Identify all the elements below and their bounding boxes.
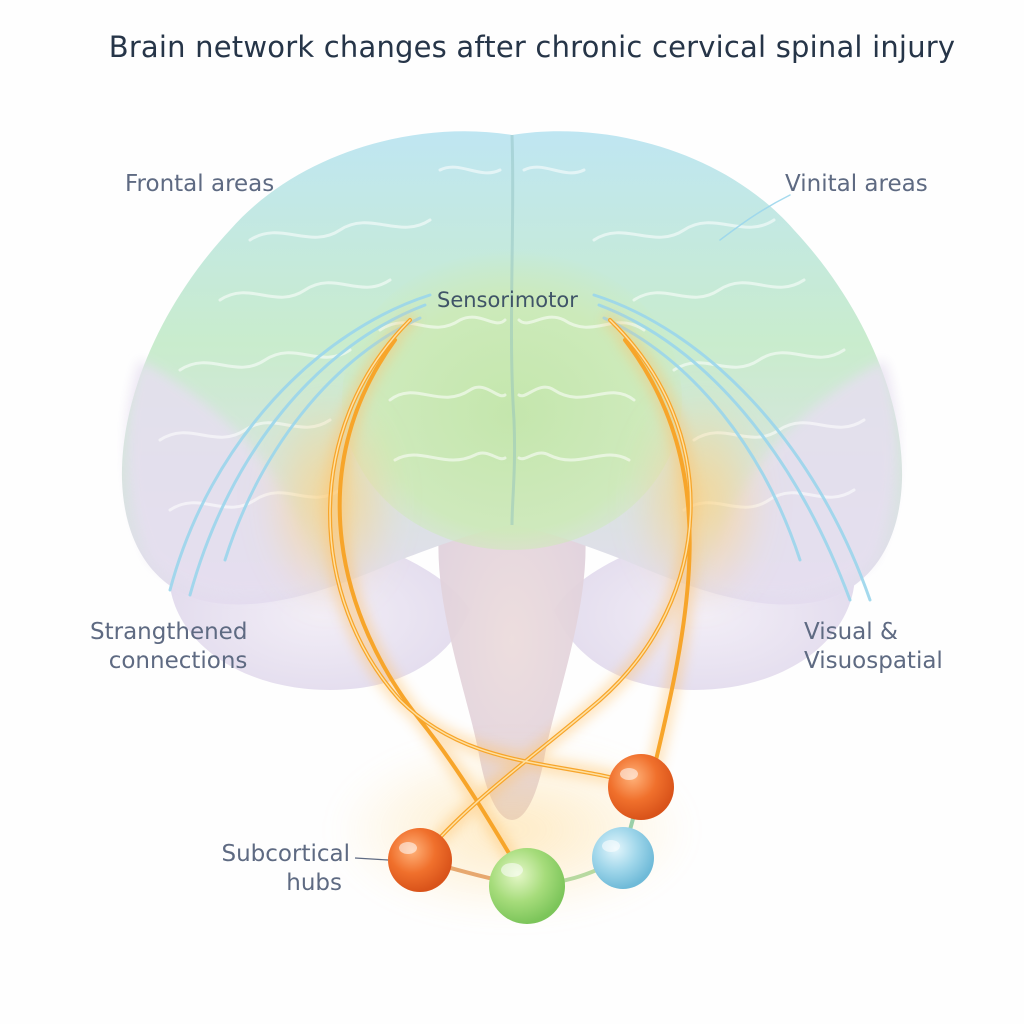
visual-visuospatial-label: Visual & Visuospatial	[804, 618, 943, 676]
brainstem	[438, 520, 586, 820]
orange-connections-highlight	[329, 319, 692, 861]
vinital-areas-label: Vinital areas	[785, 171, 928, 197]
strengthened-connections-label: Strangthened connections	[90, 618, 247, 676]
subcortical-leader	[354, 857, 389, 861]
strengthened-line-2: connections	[108, 648, 248, 674]
hub-orange-left	[388, 828, 452, 892]
sensorimotor-label: Sensorimotor	[437, 288, 578, 312]
page-title: Brain network changes after chronic cerv…	[108, 30, 956, 64]
subcortical-hubs-label: Subcortical hubs	[200, 840, 351, 898]
subcortical-line-2: hubs	[286, 870, 342, 896]
hub-blue-right	[592, 827, 654, 889]
right-glow	[630, 390, 770, 610]
longitudinal-fissure	[509, 134, 517, 526]
hub-shine	[399, 768, 638, 877]
visual-line-1: Visual &	[804, 619, 898, 645]
subcortical-line-1: Subcortical	[221, 841, 351, 867]
strengthened-line-1: Strangthened	[90, 619, 248, 645]
visual-line-2: Visuospatial	[804, 648, 943, 674]
frontal-areas-label: Frontal areas	[125, 171, 275, 197]
hub-green-center	[489, 848, 565, 924]
hub-orange-right	[608, 754, 674, 820]
